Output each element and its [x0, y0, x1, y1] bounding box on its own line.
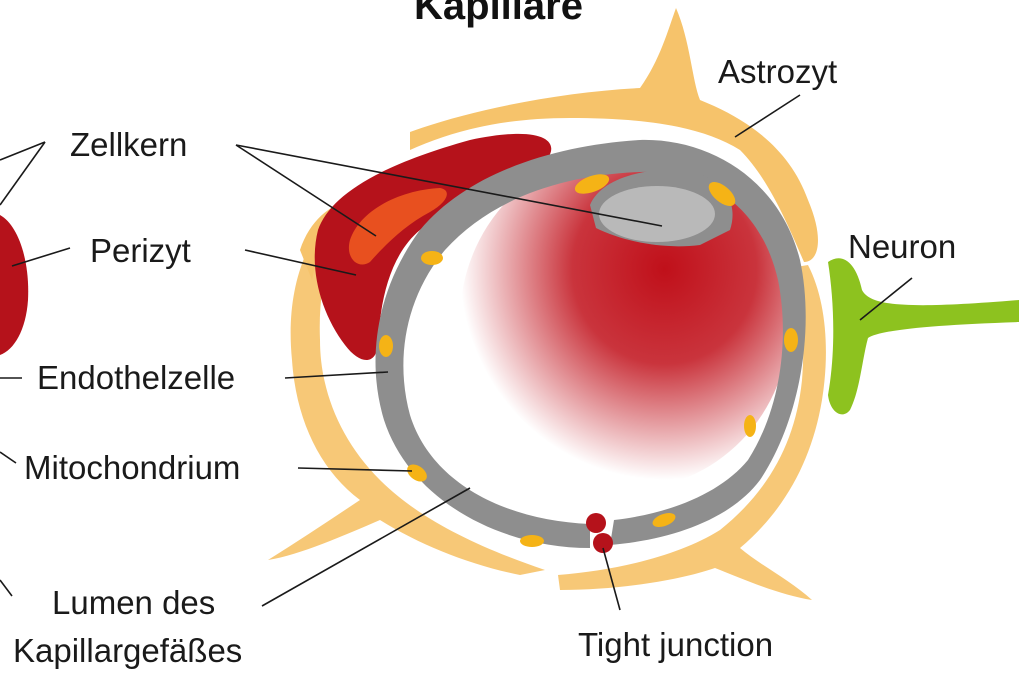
diagram-title: Kapillare [414, 0, 583, 26]
leader-lumen-left [0, 580, 12, 596]
mitochondrion [379, 335, 393, 357]
label-neuron: Neuron [848, 230, 956, 263]
label-mitochondrium: Mitochondrium [24, 451, 240, 484]
label-tight-junction: Tight junction [578, 628, 773, 661]
mitochondrion [520, 535, 544, 547]
neuron [828, 258, 1019, 414]
neighbor-pericyte [0, 215, 28, 355]
tight-junction [586, 513, 613, 553]
label-astrozyt: Astrozyt [718, 55, 837, 88]
mitochondrion [744, 415, 756, 437]
leader-astrozyt [735, 95, 800, 137]
leader-mitochondrium-left [0, 452, 16, 463]
mitochondrion [421, 251, 443, 265]
mitochondrion [784, 328, 798, 352]
label-lumen-line1: Lumen des [52, 586, 215, 619]
label-perizyt: Perizyt [90, 234, 191, 267]
label-lumen-line2: Kapillargefäßes [13, 634, 242, 667]
endothelial-nucleus [599, 186, 715, 242]
label-zellkern: Zellkern [70, 128, 187, 161]
label-endothelzelle: Endothelzelle [37, 361, 235, 394]
tight-junction-dot [586, 513, 606, 533]
